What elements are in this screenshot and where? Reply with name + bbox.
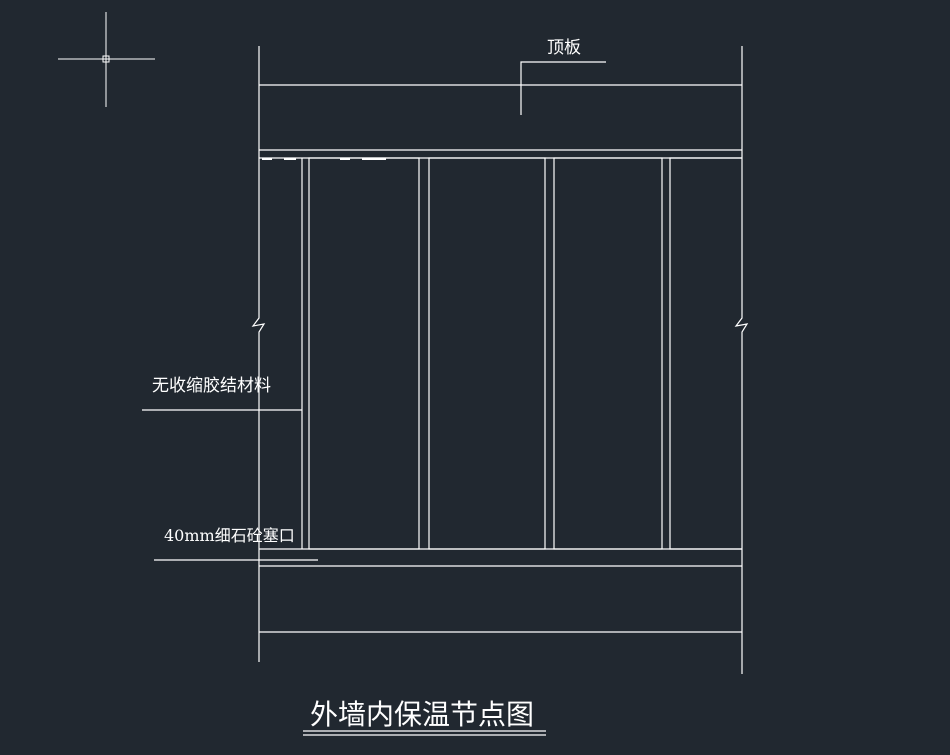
- roof-slab-label: 顶板: [547, 38, 581, 58]
- drawing-title: 外墙内保温节点图: [310, 698, 534, 731]
- adhesive-label: 无收缩胶结材料: [152, 376, 271, 396]
- crosshair-cursor: [58, 12, 155, 107]
- insulation-panel: [669, 157, 742, 550]
- insulation-panel: [553, 157, 663, 550]
- roof-slab: [259, 84, 742, 159]
- right-break-line: [734, 46, 749, 674]
- floor-slab: [259, 548, 742, 633]
- plug-label: 40mm细石砼塞口: [164, 526, 295, 545]
- insulation-panel: [308, 157, 420, 550]
- roof-slab-leader: [520, 61, 606, 115]
- wall-section: [142, 46, 749, 736]
- left-break-line: [251, 46, 266, 662]
- insulation-panel: [428, 157, 546, 550]
- insulation-panels: [308, 157, 742, 550]
